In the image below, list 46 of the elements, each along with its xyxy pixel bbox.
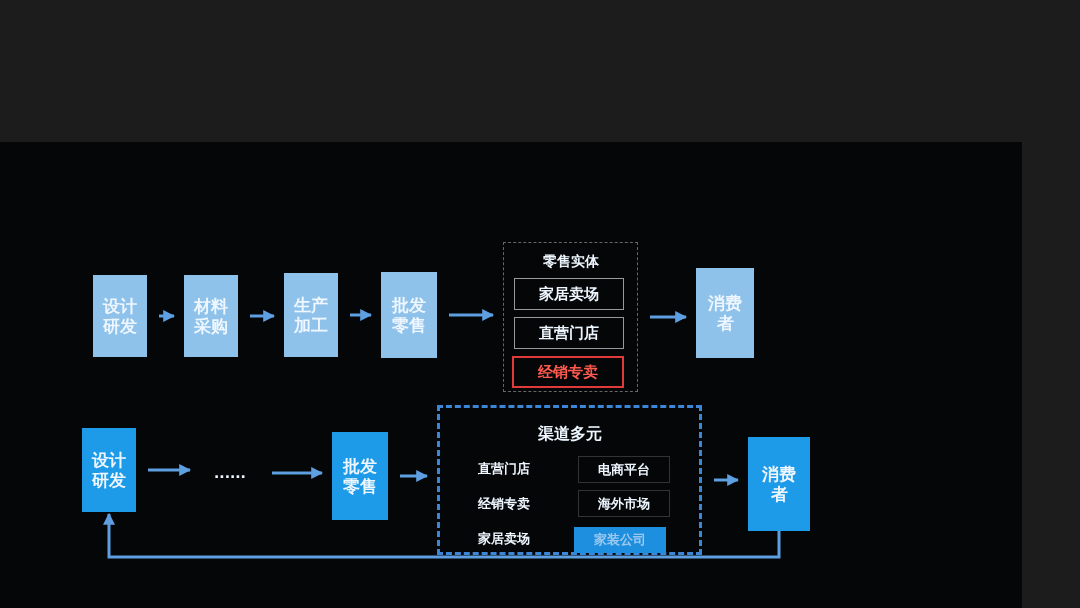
node-label: 生产加工 xyxy=(293,294,329,336)
arrow xyxy=(714,474,740,486)
highlight-box xyxy=(512,356,624,388)
node-label: 材料采购 xyxy=(192,295,229,337)
group-heading: 零售实体 xyxy=(542,253,599,270)
group-container xyxy=(437,405,702,555)
node-label: 批发零售 xyxy=(341,455,378,497)
arrow xyxy=(159,310,176,322)
arrow xyxy=(449,309,495,321)
node-label: ...... xyxy=(214,464,246,482)
node-label: 家居卖场 xyxy=(478,531,530,547)
channel-box xyxy=(514,278,624,310)
node-label: 设计研发 xyxy=(101,295,138,337)
arrow xyxy=(350,309,373,321)
arrow xyxy=(400,470,429,482)
highlight-box xyxy=(574,527,666,553)
process-box xyxy=(93,275,147,357)
arrow xyxy=(650,311,688,323)
node-label: 设计研发 xyxy=(90,449,127,491)
process-box xyxy=(284,273,338,357)
arrow xyxy=(148,464,192,476)
process-box xyxy=(381,272,437,358)
node-label: 经销专卖 xyxy=(478,496,530,512)
arrow xyxy=(250,310,276,322)
process-box xyxy=(82,428,136,512)
node-label: 电商平台 xyxy=(598,461,650,478)
channel-box xyxy=(514,317,624,349)
node-label: 消费者 xyxy=(761,463,797,505)
node-label: 海外市场 xyxy=(598,495,650,512)
process-box xyxy=(332,432,388,520)
arrow xyxy=(103,512,781,559)
node-label: 批发零售 xyxy=(390,294,427,336)
channel-box xyxy=(578,456,670,483)
node-label: 家居卖场 xyxy=(539,285,599,303)
arrow xyxy=(272,467,324,479)
node-label: 家装公司 xyxy=(594,532,646,548)
group-heading: 渠道多元 xyxy=(537,424,602,444)
channel-box xyxy=(578,490,670,517)
process-box xyxy=(696,268,754,358)
process-box xyxy=(748,437,810,531)
node-label: 直营门店 xyxy=(539,324,599,342)
node-label: 直营门店 xyxy=(478,461,530,477)
process-box xyxy=(184,275,238,357)
node-label: 消费者 xyxy=(707,292,743,334)
node-label: 经销专卖 xyxy=(538,363,598,381)
group-container xyxy=(503,242,638,392)
